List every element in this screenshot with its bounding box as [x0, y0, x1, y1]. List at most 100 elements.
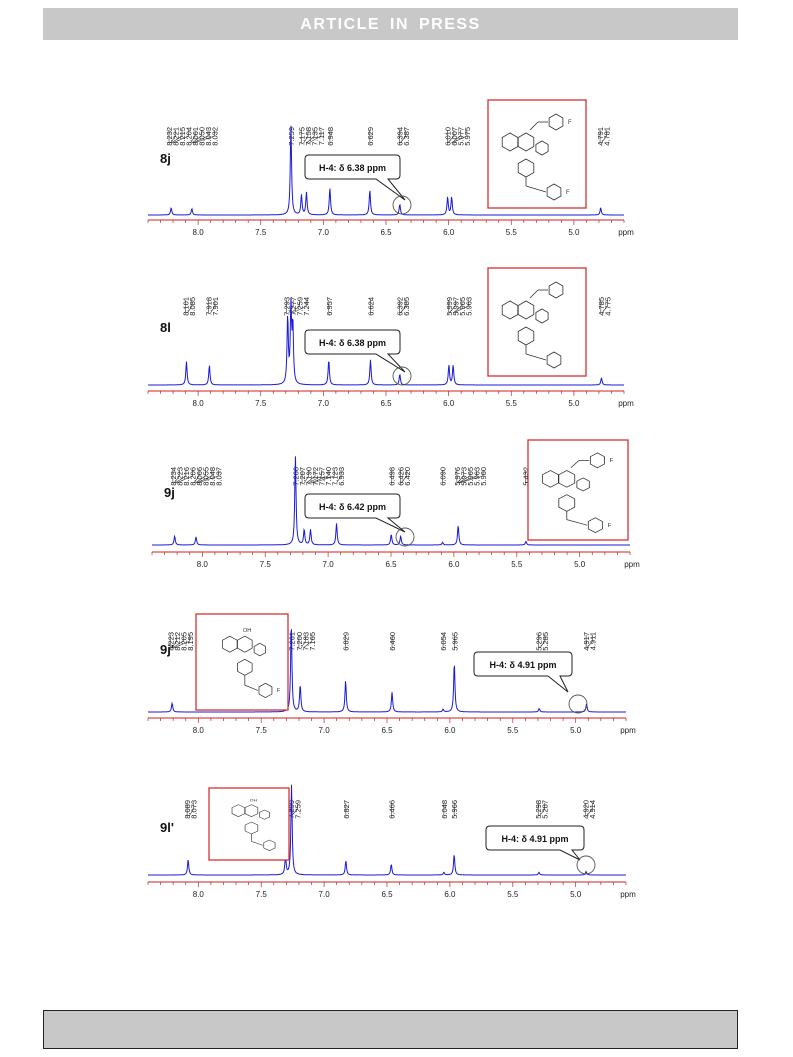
peak-label: 8.221 — [172, 127, 181, 146]
peak-label: 8.037 — [214, 467, 223, 486]
peak-label-connector — [187, 300, 193, 314]
peak-label-connector — [458, 470, 477, 484]
tick-label: 6.5 — [385, 560, 397, 569]
peak-label: 4.785 — [597, 297, 606, 316]
peak-label: 8.101 — [181, 297, 190, 316]
peak-label-connector — [171, 635, 178, 649]
bottom-aryl-ring — [263, 839, 276, 851]
peak-label-connector — [290, 300, 300, 314]
peak-label: 6.829 — [342, 632, 351, 651]
axis-unit-label: ppm — [620, 726, 636, 735]
bond — [566, 519, 588, 526]
peak-label-connector — [308, 130, 322, 144]
peak-label: 7.277 — [289, 297, 298, 316]
peak-label-connector — [586, 803, 593, 817]
tick-label: 5.0 — [568, 228, 580, 237]
top-aryl-ring — [548, 281, 564, 299]
structure-border — [527, 439, 629, 541]
tick-label: 5.5 — [507, 726, 519, 735]
compound-label: 9l' — [160, 820, 174, 835]
structure-box: OH — [208, 787, 290, 861]
peak-label: 6.498 — [387, 467, 396, 486]
peak-label: 7.183 — [301, 632, 310, 651]
peak-label: 7.293 — [283, 297, 292, 316]
peak-label: 5.298 — [534, 800, 543, 819]
peak-label-connector — [303, 470, 309, 484]
peak-label-connector — [306, 470, 316, 484]
molecule-drawing: OH — [231, 798, 276, 851]
axis-unit-label: ppm — [620, 890, 636, 899]
peak-label: 8.205 — [179, 632, 188, 651]
peak-label: 7.259 — [293, 800, 302, 819]
tick-label: 5.0 — [568, 399, 580, 408]
peak-label: 7.200 — [295, 632, 304, 651]
peak-label: 5.296 — [534, 632, 543, 651]
peak-label: 5.963 — [472, 467, 481, 486]
bottom-aryl-ring — [546, 351, 562, 369]
callout-text: H-4: δ 6.38 ppm — [319, 338, 386, 348]
tick-label: 7.0 — [318, 228, 330, 237]
peak-label: 4.791 — [596, 127, 605, 146]
peak-label: 8.085 — [188, 297, 197, 316]
callout-bubble — [304, 493, 406, 533]
structure-border — [487, 99, 587, 209]
peak-label: 5.963 — [464, 297, 473, 316]
tick-label: 7.5 — [255, 228, 267, 237]
benzodioxole-ring — [231, 804, 246, 817]
lactone-ring — [576, 477, 590, 492]
peak-label: 5.285 — [541, 632, 550, 651]
h4-peak-circle — [576, 855, 596, 875]
tick-label: 7.0 — [323, 560, 335, 569]
structure-box: FF — [487, 99, 587, 209]
peak-label: 7.165 — [308, 632, 317, 651]
peak-label: 6.827 — [342, 800, 351, 819]
peak-label: 8.223 — [175, 467, 184, 486]
peak-label: 6.957 — [325, 297, 334, 316]
peak-label-connector — [172, 635, 184, 649]
bond — [529, 121, 539, 131]
peak-label-connector — [308, 470, 322, 484]
benzodioxole-ring — [501, 300, 519, 320]
peak-label-connector — [174, 470, 187, 484]
axis-unit-label: ppm — [618, 399, 634, 408]
peak-label-connector — [458, 470, 471, 484]
central-ring — [558, 470, 576, 488]
fluoro-label: F — [608, 523, 612, 529]
peak-label: 6.090 — [439, 467, 448, 486]
peak-label: 5.966 — [450, 800, 459, 819]
peak-label: 5.287 — [541, 800, 550, 819]
peak-label: 5.977 — [456, 127, 465, 146]
tick-label: 5.0 — [570, 726, 582, 735]
peak-label-connector — [601, 300, 608, 314]
peak-label-connector — [173, 635, 191, 649]
peak-label-connector — [453, 300, 469, 314]
axis-unit-label: ppm — [624, 560, 640, 569]
peak-label: 7.123 — [331, 467, 340, 486]
peak-label-connector — [336, 470, 342, 484]
callout-bubble — [473, 651, 573, 693]
peak-label-connector — [539, 803, 545, 817]
peak-label: 6.948 — [326, 127, 335, 146]
peak-label-connector — [451, 130, 468, 144]
top-aryl-ring — [548, 113, 564, 131]
tick-label: 8.0 — [193, 228, 205, 237]
structure-box: FF — [527, 439, 629, 541]
peak-label-connector — [197, 470, 219, 484]
peak-label-connector — [310, 470, 329, 484]
peak-label: 8.223 — [166, 632, 175, 651]
peak-label-connector — [400, 470, 408, 484]
peak-label: 7.175 — [297, 127, 306, 146]
peak-label-connector — [306, 130, 315, 144]
tick-label: 5.5 — [511, 560, 523, 569]
peak-label-connector — [539, 635, 546, 649]
peak-label: 6.629 — [366, 127, 375, 146]
peak-label: 8.050 — [198, 127, 207, 146]
tick-label: 7.0 — [319, 726, 331, 735]
peak-label: 7.190 — [305, 467, 314, 486]
tick-label: 8.0 — [197, 560, 209, 569]
peak-label-connector — [191, 130, 202, 144]
peak-label-connector — [174, 470, 180, 484]
peak-label: 6.007 — [450, 127, 459, 146]
